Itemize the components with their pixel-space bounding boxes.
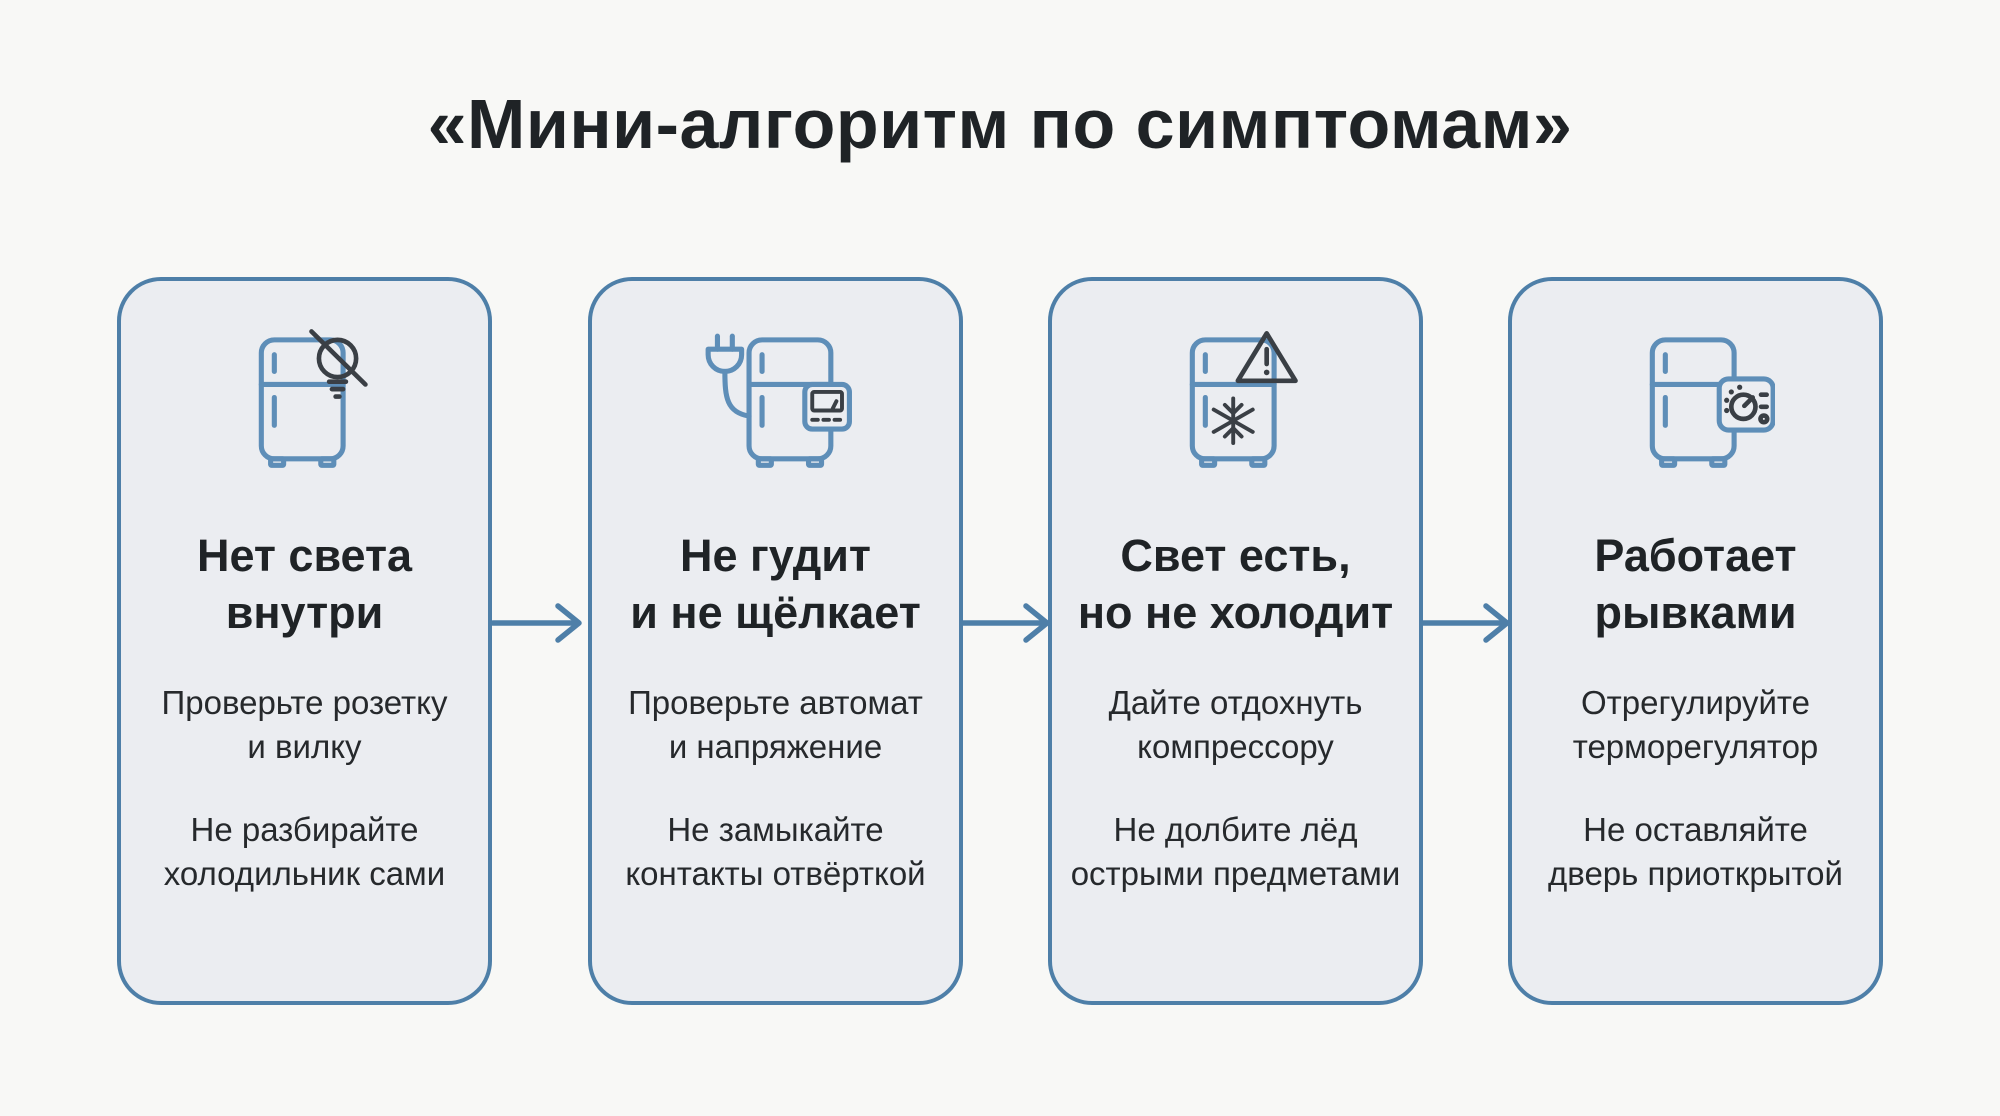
card-tip: Не оставляйте дверь приоткрытой — [1548, 811, 1843, 892]
card-tip: Проверьте автомат и напряжение — [628, 684, 923, 765]
card-tip: Дайте отдохнуть компрессору — [1108, 684, 1363, 765]
symptom-card-no-light: Нет света внутри Проверьте розетку и вил… — [117, 277, 492, 1005]
card-title: Свет есть, но не холодит — [1077, 530, 1394, 639]
fridge-warning-snowflake-icon — [1156, 325, 1316, 483]
arrow-right-icon — [958, 601, 1052, 645]
card-title: Работает рывками — [1594, 530, 1797, 639]
fridge-unplugged-icon — [696, 325, 856, 483]
symptom-card-no-hum: Не гудит и не щёлкает Проверьте автомат … — [588, 277, 963, 1005]
card-tip: Не долбите лёд острыми предметами — [1070, 811, 1401, 892]
arrow-right-icon — [490, 601, 584, 645]
fridge-no-light-icon — [225, 325, 385, 483]
symptom-card-no-cooling: Свет есть, но не холодит Дайте отдохнуть… — [1048, 277, 1423, 1005]
card-tip: Проверьте розетку и вилку — [161, 684, 448, 765]
symptom-card-jerky: Работает рывками Отрегулируйте терморегу… — [1508, 277, 1883, 1005]
page-title: «Мини-алгоритм по симптомам» — [427, 85, 1573, 163]
card-title: Не гудит и не щёлкает — [630, 530, 921, 639]
arrow-right-icon — [1418, 601, 1512, 645]
card-tip: Отрегулируйте терморегулятор — [1572, 684, 1819, 765]
card-title: Нет света внутри — [196, 530, 413, 639]
fridge-thermostat-icon — [1616, 325, 1776, 483]
card-tip: Не замыкайте контакты отвёрткой — [625, 811, 926, 892]
card-tip: Не разбирайте холодильник сами — [163, 811, 446, 892]
